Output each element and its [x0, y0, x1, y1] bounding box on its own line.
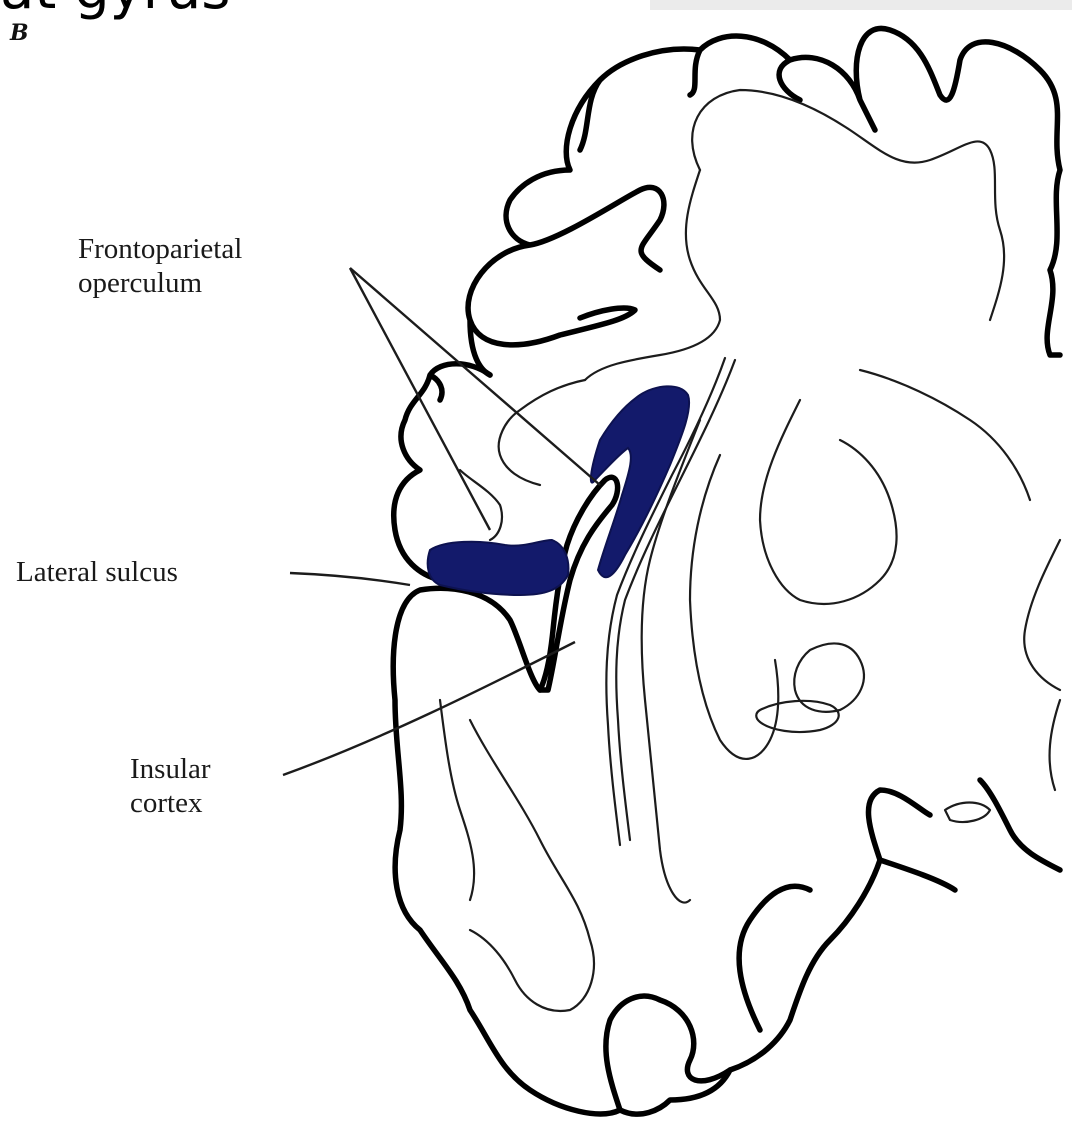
insular-cortex-leader-line — [283, 642, 575, 775]
cortex-inner-contour-3 — [499, 380, 585, 485]
lower-hemisphere-outline — [393, 588, 955, 1114]
putamen-contour — [690, 455, 778, 759]
cortex-inner-contour-2 — [585, 170, 720, 380]
hippocampal-contour — [945, 803, 990, 822]
lateral-sulcus-label: Lateral sulcus — [16, 555, 178, 589]
insular-cortex-label: Insular cortex — [130, 752, 211, 820]
right-edge-contour — [1024, 540, 1060, 790]
temporal-inner-contour — [470, 720, 594, 1011]
deep-nucleus-contour — [760, 400, 897, 604]
upper-hemisphere-outline — [468, 28, 1060, 375]
medial-temporal-contour — [739, 886, 810, 1030]
small-nucleus-contour — [756, 701, 838, 732]
lateral-sulcus-leader-line — [290, 573, 410, 585]
cortex-inner-contour-4 — [460, 470, 502, 540]
ventricle-contour — [860, 370, 1030, 500]
cortex-inner-contour-1 — [692, 90, 1004, 320]
temporal-inner-contour-2 — [440, 700, 474, 900]
lower-right-outline — [980, 780, 1060, 870]
frontoparietal-operculum-label: Frontoparietal operculum — [78, 232, 242, 300]
operculum-leader-line-2 — [350, 268, 600, 485]
